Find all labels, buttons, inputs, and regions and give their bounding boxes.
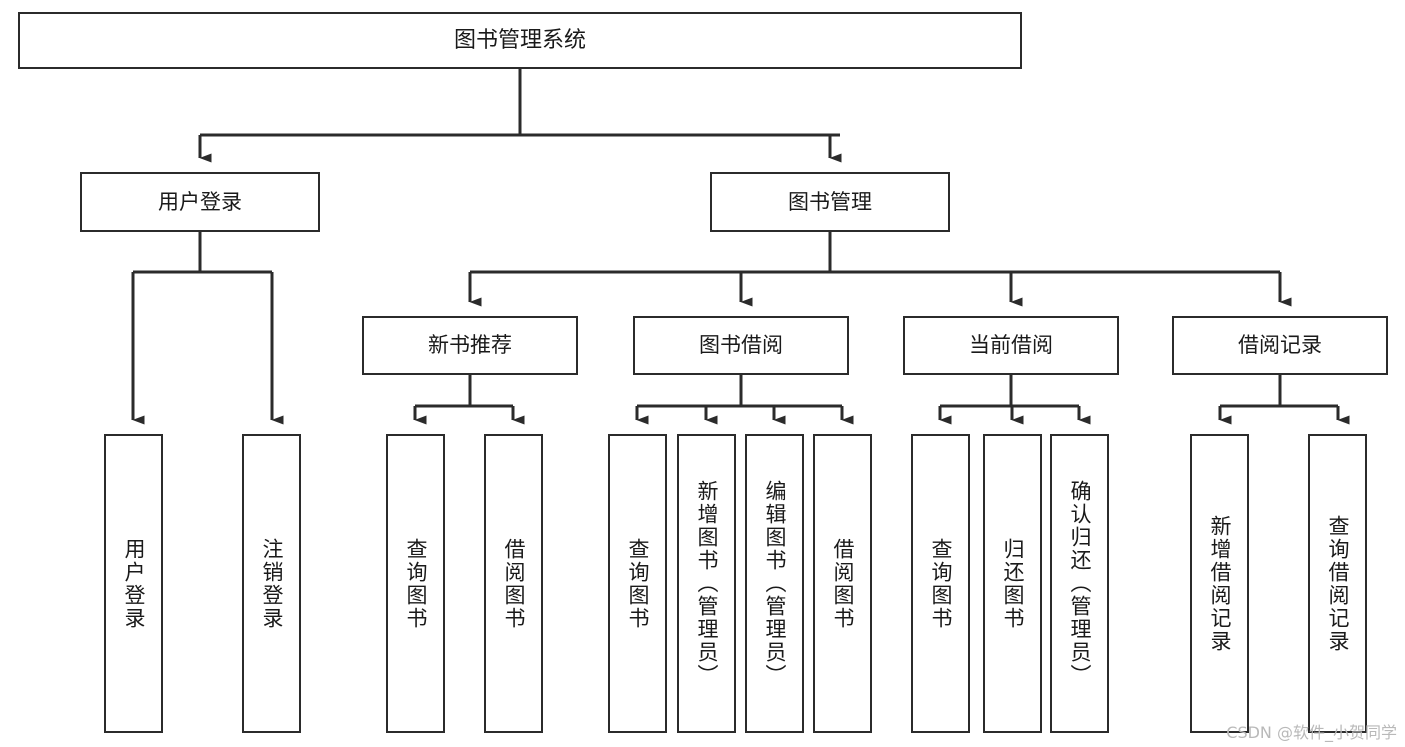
node-leaf-borrow-book-label: 借阅图书 xyxy=(831,537,855,630)
node-leaf-user-login-label: 用户登录 xyxy=(122,537,146,630)
node-leaf-return-book-label: 归还图书 xyxy=(1001,537,1025,630)
node-leaf-edit-book-admin[interactable]: 编辑图书（管理员） xyxy=(745,434,804,733)
node-leaf-query-borrow-record[interactable]: 查询借阅记录 xyxy=(1308,434,1367,733)
node-new-book-recommend-label: 新书推荐 xyxy=(428,333,512,358)
node-leaf-add-borrow-record-label: 新增借阅记录 xyxy=(1208,514,1232,653)
node-borrow-record-label: 借阅记录 xyxy=(1238,333,1322,358)
node-leaf-user-login[interactable]: 用户登录 xyxy=(104,434,163,733)
node-leaf-confirm-return-admin[interactable]: 确认归还（管理员） xyxy=(1050,434,1109,733)
node-leaf-query-book-recommend[interactable]: 查询图书 xyxy=(386,434,445,733)
node-leaf-confirm-return-admin-label: 确认归还（管理员） xyxy=(1068,480,1092,687)
node-leaf-edit-book-admin-label: 编辑图书（管理员） xyxy=(763,480,787,687)
node-leaf-add-book-admin[interactable]: 新增图书（管理员） xyxy=(677,434,736,733)
node-leaf-query-book-borrow[interactable]: 查询图书 xyxy=(608,434,667,733)
node-leaf-logout-login-label: 注销登录 xyxy=(260,537,284,630)
node-new-book-recommend[interactable]: 新书推荐 xyxy=(362,316,578,375)
node-leaf-query-book-recommend-label: 查询图书 xyxy=(404,537,428,630)
node-leaf-query-borrow-record-label: 查询借阅记录 xyxy=(1326,514,1350,653)
node-root-label: 图书管理系统 xyxy=(453,27,586,53)
node-leaf-logout-login[interactable]: 注销登录 xyxy=(242,434,301,733)
node-user-login[interactable]: 用户登录 xyxy=(80,172,320,232)
node-book-borrow[interactable]: 图书借阅 xyxy=(633,316,849,375)
node-leaf-borrow-book-recommend-label: 借阅图书 xyxy=(502,537,526,630)
node-current-borrow[interactable]: 当前借阅 xyxy=(903,316,1119,375)
node-leaf-borrow-book[interactable]: 借阅图书 xyxy=(813,434,872,733)
node-book-borrow-label: 图书借阅 xyxy=(699,333,783,358)
node-book-manage[interactable]: 图书管理 xyxy=(710,172,950,232)
node-root[interactable]: 图书管理系统 xyxy=(18,12,1022,69)
node-leaf-query-book-current-label: 查询图书 xyxy=(929,537,953,630)
node-leaf-add-book-admin-label: 新增图书（管理员） xyxy=(695,480,719,687)
node-leaf-query-book-borrow-label: 查询图书 xyxy=(626,537,650,630)
node-leaf-query-book-current[interactable]: 查询图书 xyxy=(911,434,970,733)
watermark: CSDN @软件_小贺同学 xyxy=(1226,723,1397,742)
node-borrow-record[interactable]: 借阅记录 xyxy=(1172,316,1388,375)
node-leaf-add-borrow-record[interactable]: 新增借阅记录 xyxy=(1190,434,1249,733)
node-user-login-label: 用户登录 xyxy=(158,189,242,214)
node-book-manage-label: 图书管理 xyxy=(788,189,872,214)
node-current-borrow-label: 当前借阅 xyxy=(969,333,1053,358)
node-leaf-return-book[interactable]: 归还图书 xyxy=(983,434,1042,733)
node-leaf-borrow-book-recommend[interactable]: 借阅图书 xyxy=(484,434,543,733)
